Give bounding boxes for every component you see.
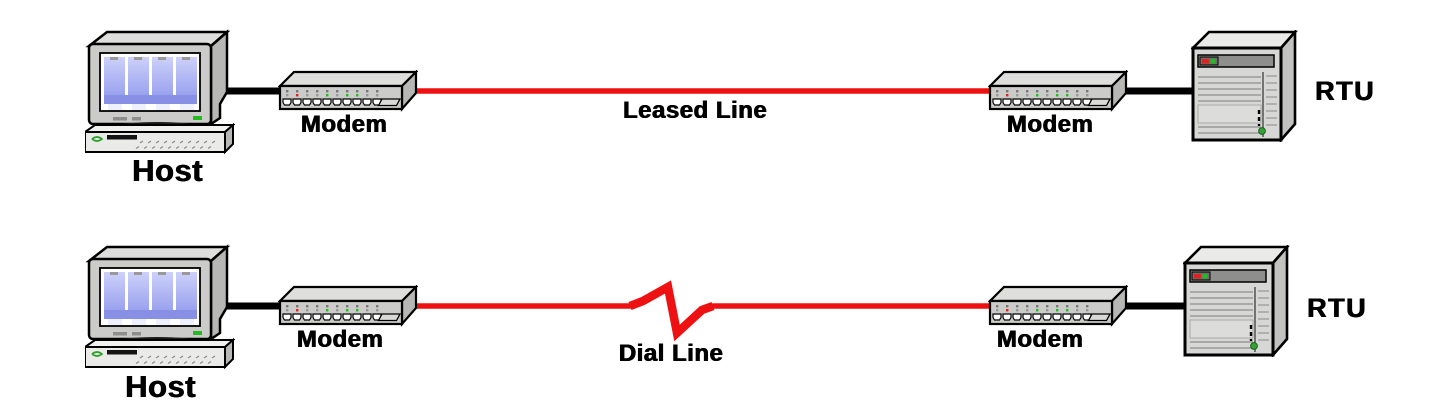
rtu-server-icon [1191, 30, 1306, 142]
host-label: Host [125, 369, 196, 404]
host-label: Host [132, 153, 203, 188]
host-computer-icon [85, 243, 235, 378]
modem-label: Modem [1006, 111, 1094, 138]
rtu-label: RTU [1307, 293, 1367, 323]
rtu-label: RTU [1315, 76, 1375, 106]
link-label: Dial Line [618, 340, 724, 367]
modem-label: Modem [996, 326, 1084, 353]
modem-label: Modem [300, 111, 388, 138]
host-computer-icon [85, 28, 235, 163]
link-label: Leased Line [622, 97, 768, 124]
rtu-server-icon [1183, 245, 1298, 357]
modem-label: Modem [296, 326, 384, 353]
line-break-icon [628, 280, 715, 342]
